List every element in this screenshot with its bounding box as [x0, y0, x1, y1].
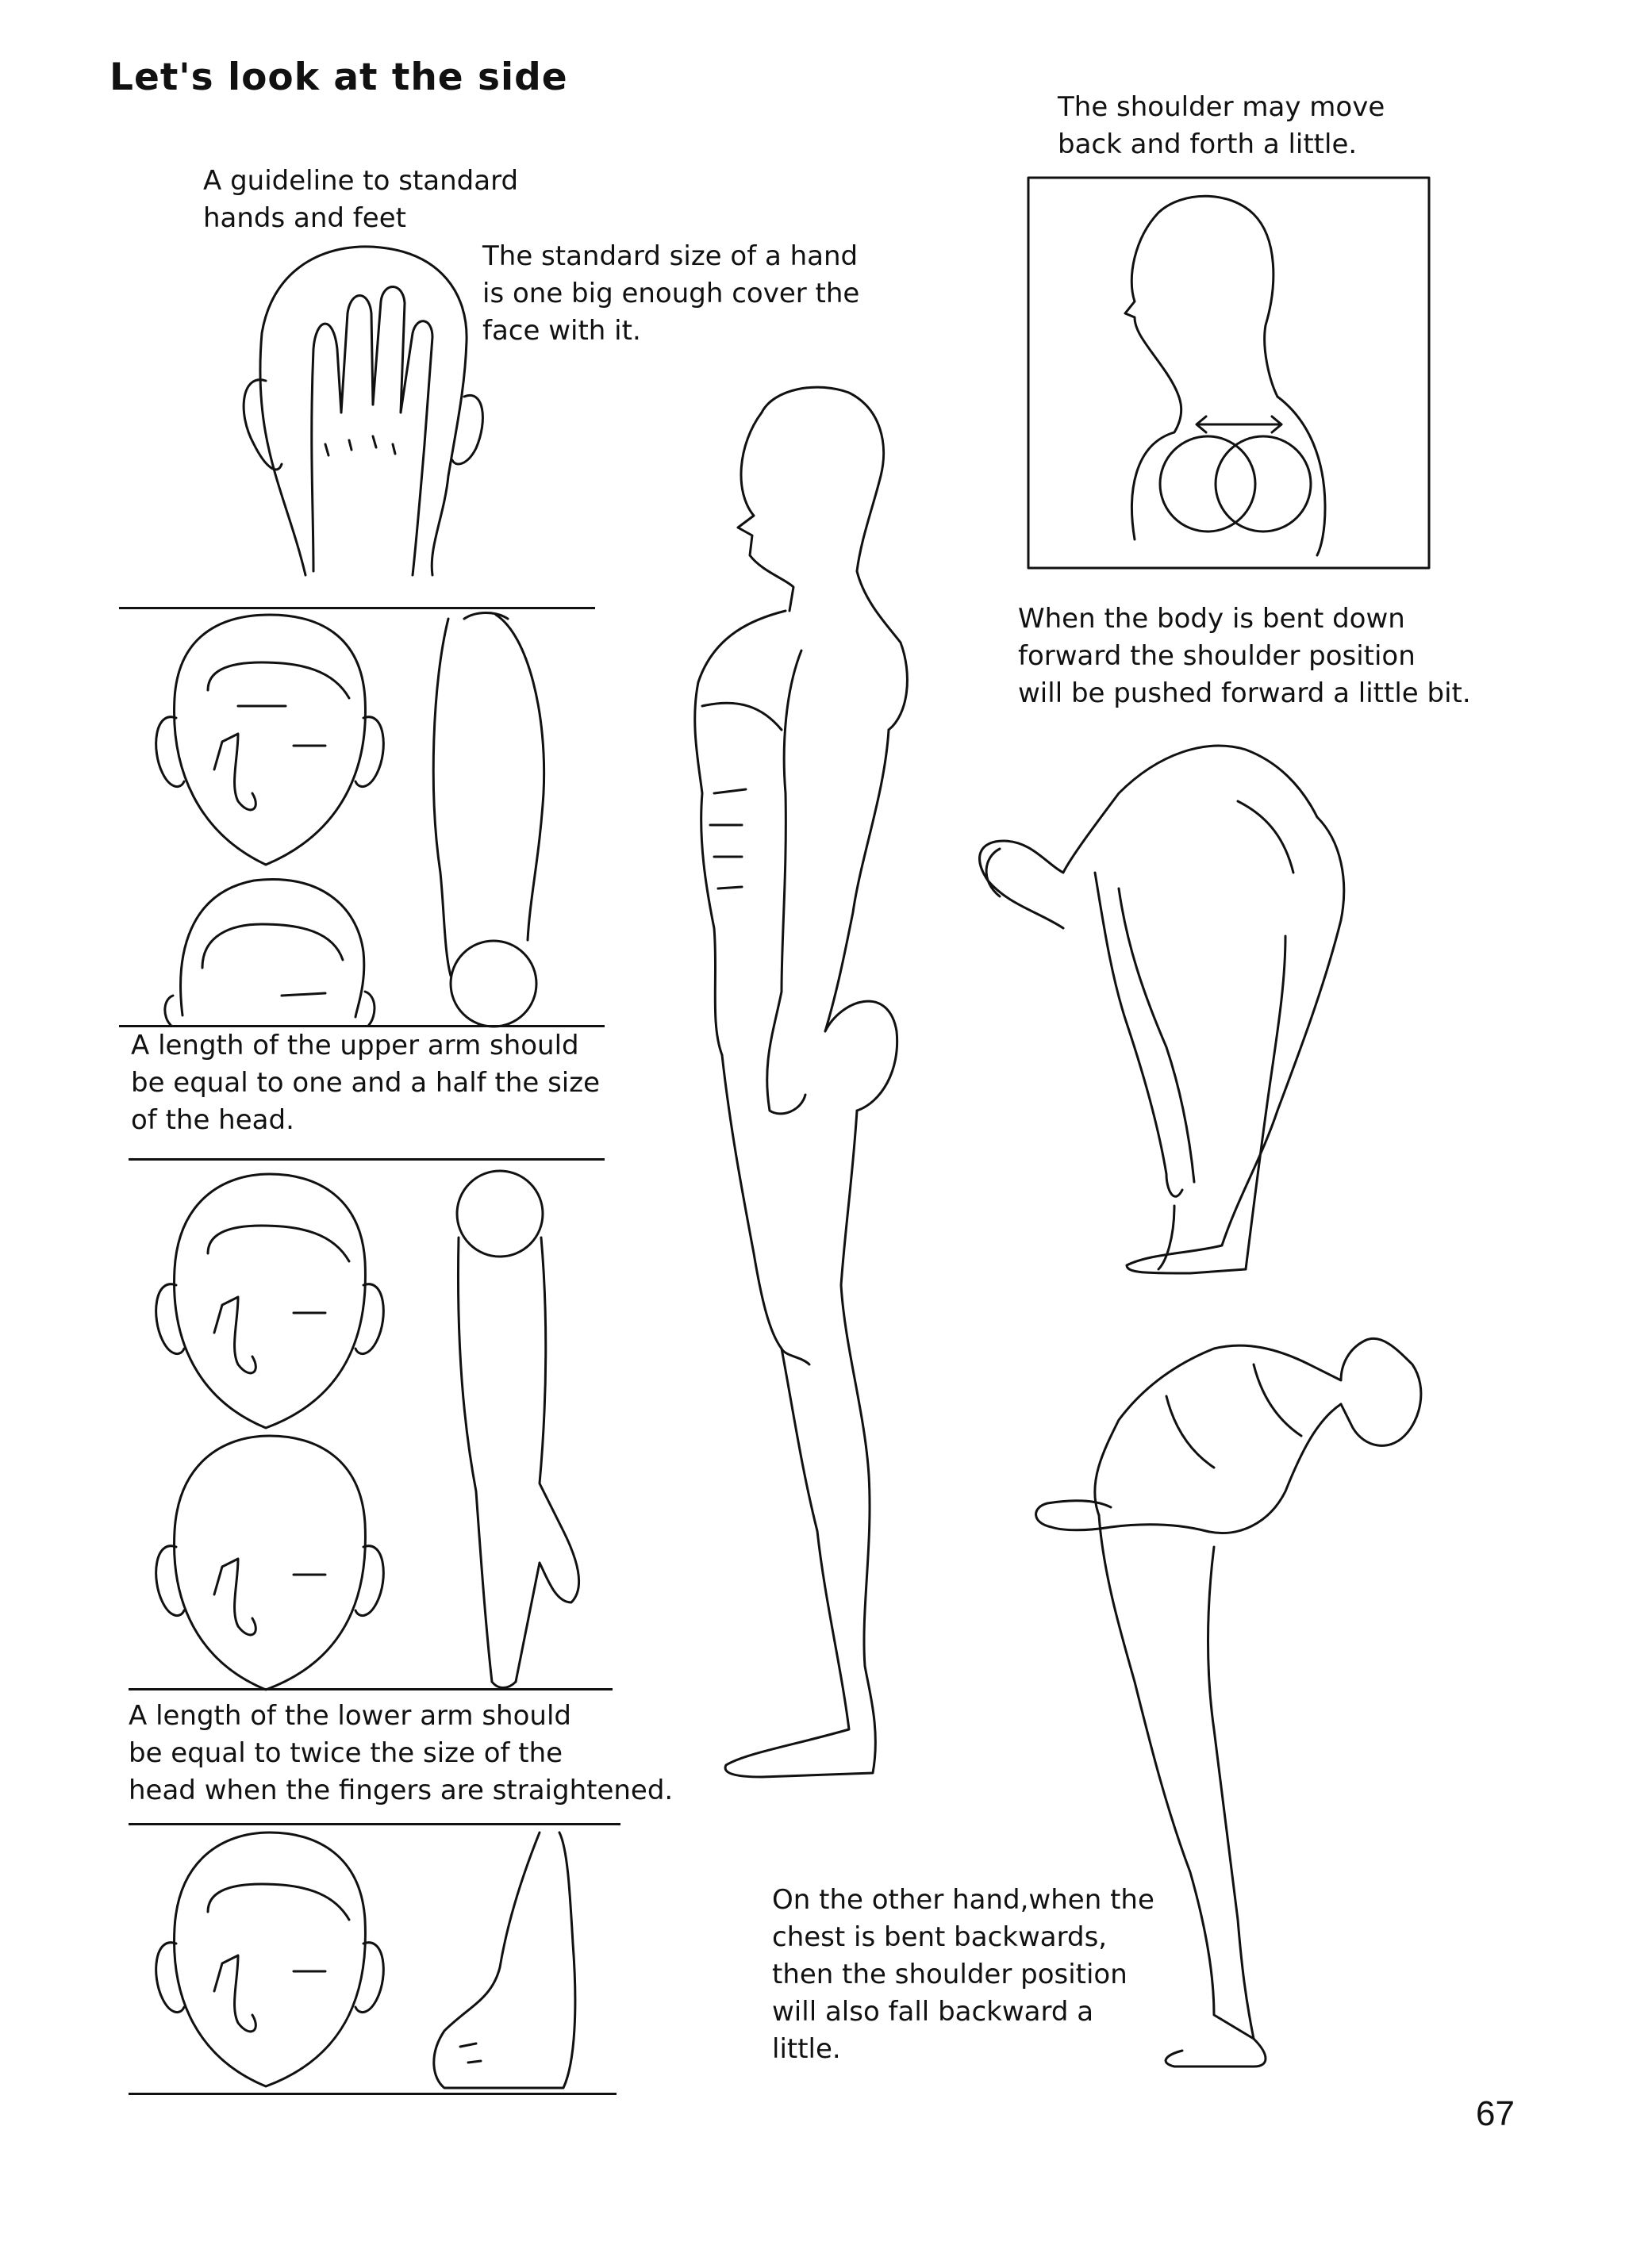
divider-line	[129, 1823, 620, 1825]
head-lower-arm-comparison-illustration	[156, 1171, 579, 1690]
shoulder-box-illustration	[1028, 178, 1429, 568]
divider-line	[129, 1688, 613, 1690]
page-title: Let's look at the side	[109, 56, 568, 99]
caption-lower-arm: A length of the lower arm should be equa…	[129, 1700, 674, 1806]
caption-hand-guideline: A guideline to standard hands and feet	[203, 165, 519, 234]
divider-line	[119, 607, 595, 609]
caption-shoulder-move: The shoulder may move back and forth a l…	[1058, 91, 1385, 160]
caption-bent-backward: On the other hand,when the chest is bent…	[772, 1884, 1154, 2065]
head-covered-by-hand-illustration	[244, 247, 482, 575]
page-number: 67	[1476, 2094, 1515, 2133]
divider-line	[129, 1158, 605, 1161]
bent-forward-figure-illustration	[980, 746, 1344, 1273]
standing-side-figure-illustration	[695, 387, 908, 1777]
bent-backward-figure-illustration	[1036, 1338, 1421, 2067]
caption-bent-forward: When the body is bent down forward the s…	[1018, 603, 1471, 709]
head-foot-comparison-illustration	[156, 1832, 575, 2088]
caption-hand-size: The standard size of a hand is one big e…	[482, 240, 860, 347]
divider-line	[129, 2093, 617, 2095]
divider-line	[119, 1025, 605, 1027]
head-upper-arm-comparison-illustration	[156, 613, 544, 1027]
caption-upper-arm: A length of the upper arm should be equa…	[131, 1030, 601, 1136]
